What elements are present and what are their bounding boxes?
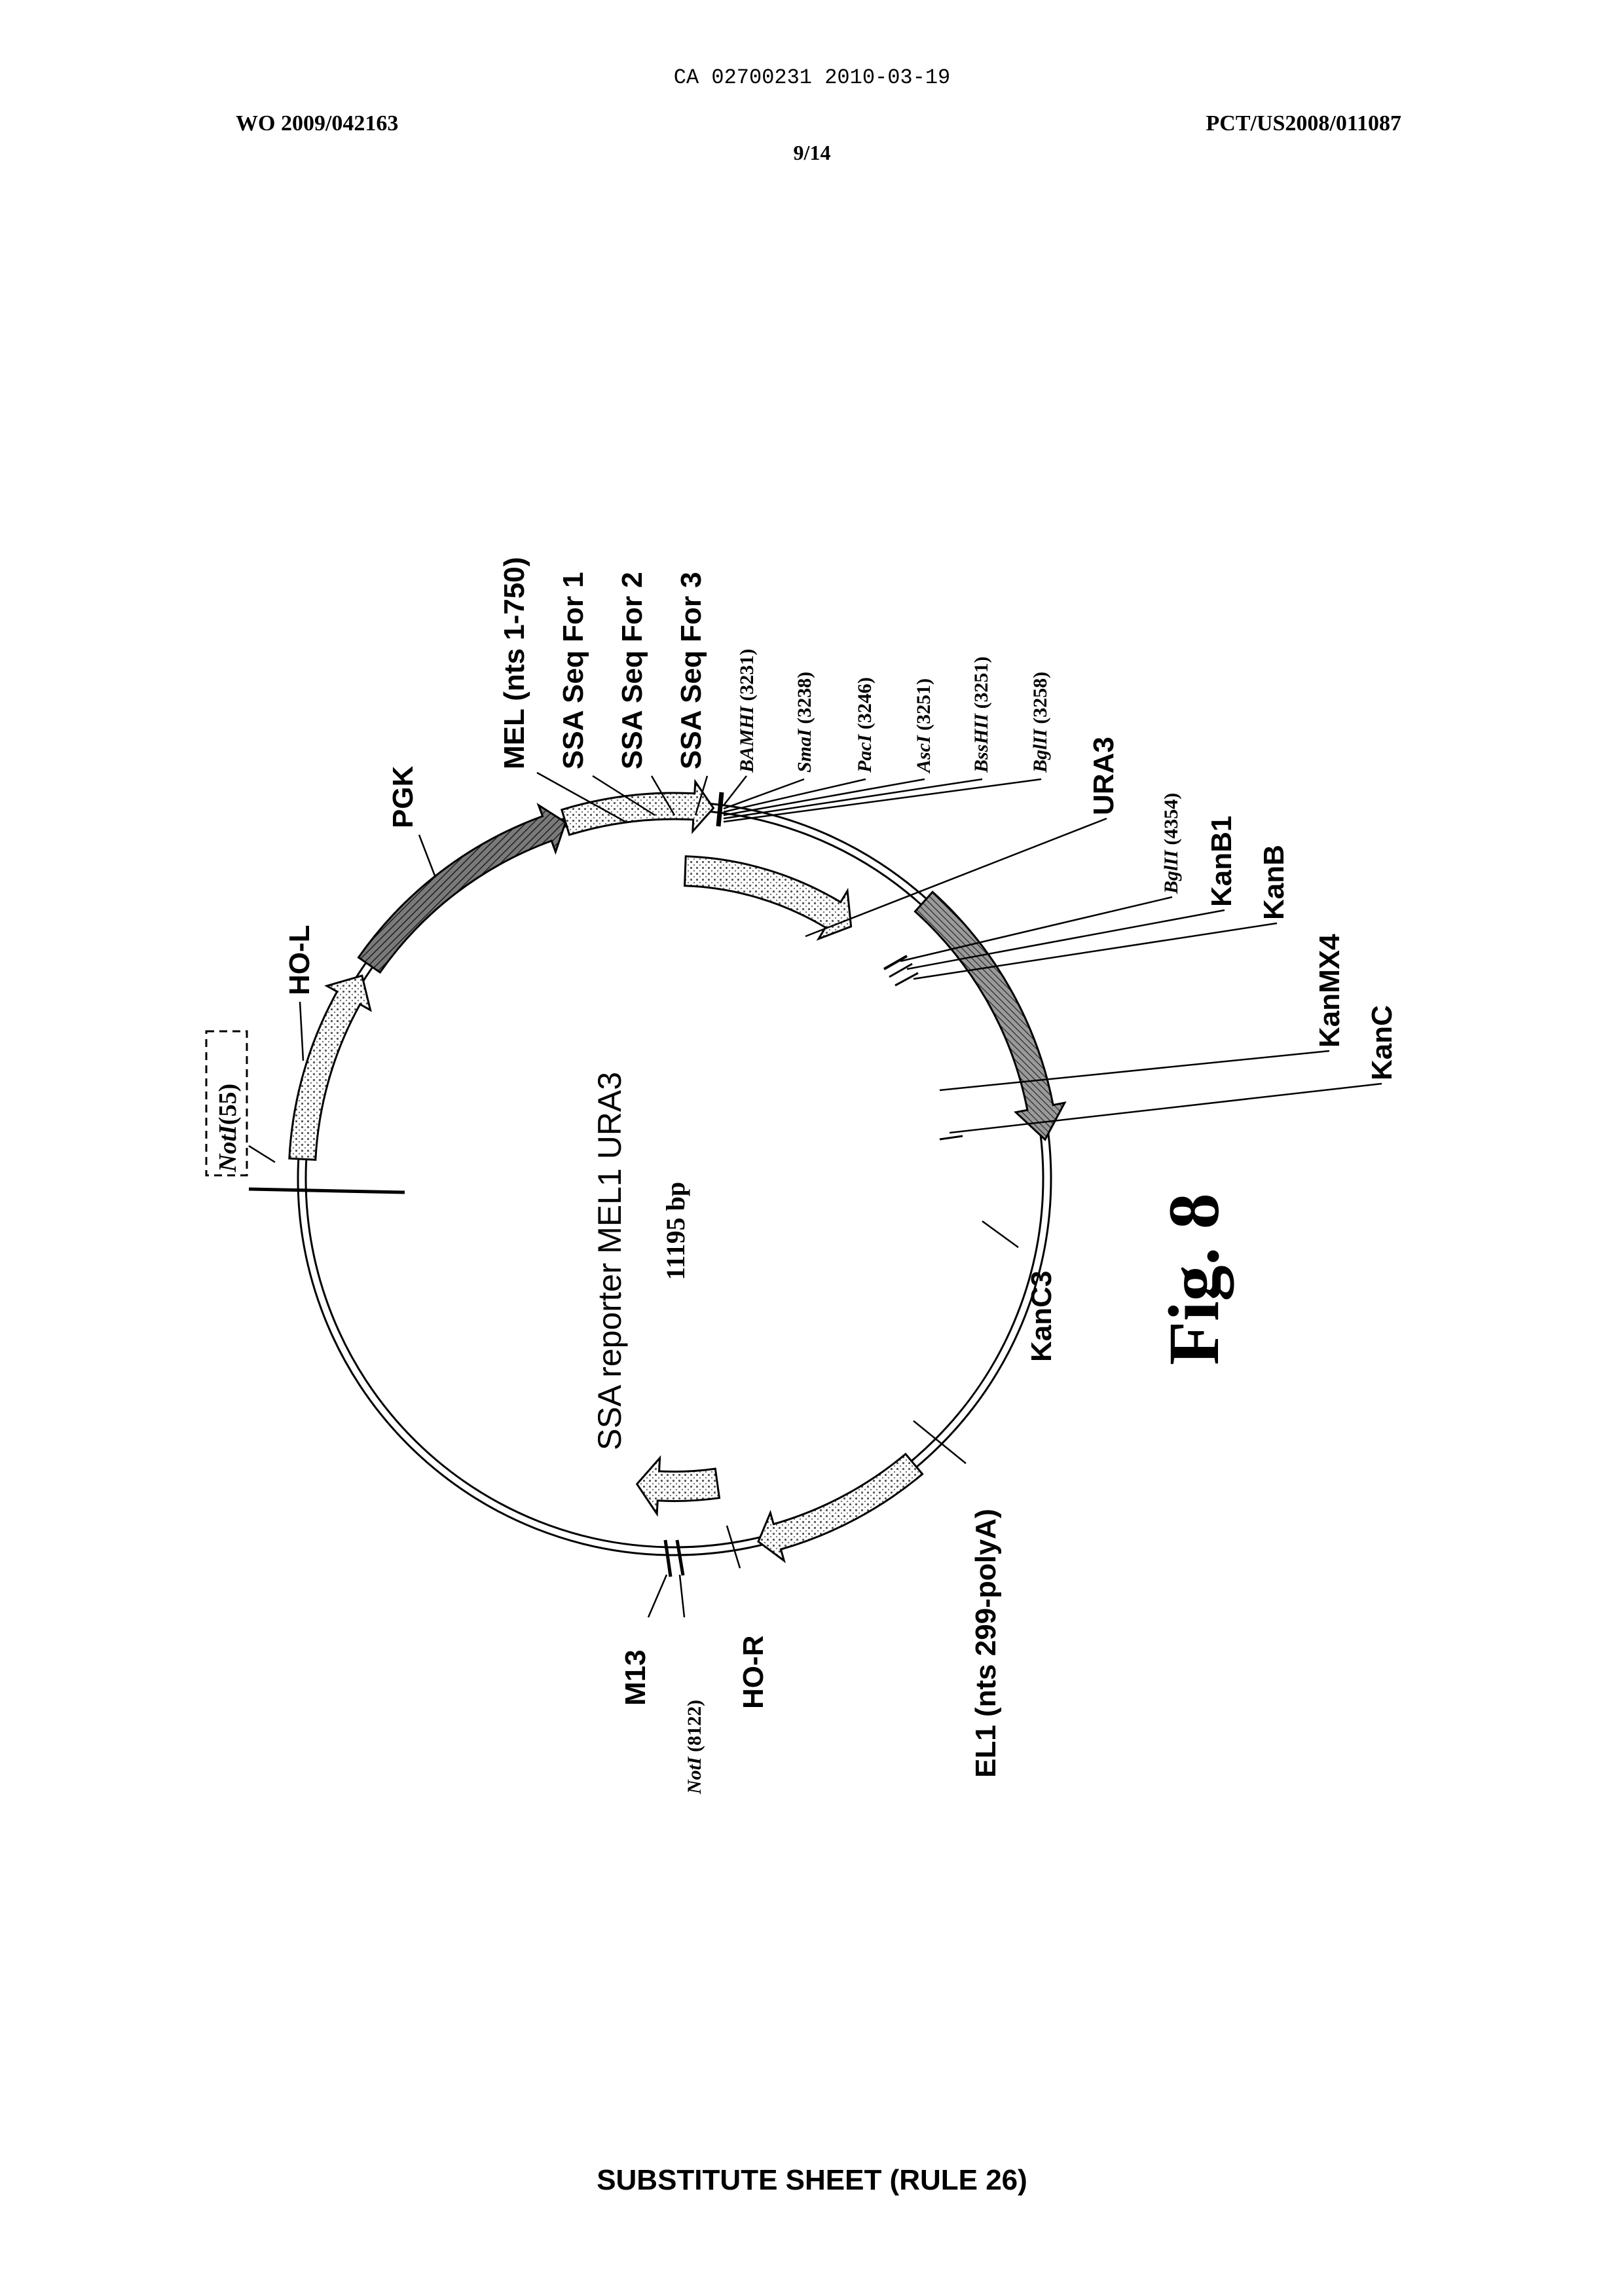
plasmid-size: 11195 bp — [661, 1182, 690, 1280]
kanb1-tick — [889, 964, 912, 977]
hor-label: HO-R — [737, 1636, 769, 1709]
noti-55-leader — [249, 1146, 275, 1162]
bamhi-3231-label: BAMHI (3231) — [736, 649, 758, 773]
figure-label: Fig. 8 — [1154, 1193, 1234, 1365]
pgk-label: PGK — [387, 765, 419, 828]
multiple-cloning-site-tick — [718, 792, 722, 826]
m13-tick — [665, 1540, 671, 1577]
kanc-leader — [950, 1084, 1382, 1133]
el1-feature-arrow — [758, 1454, 923, 1561]
bsshii-3251-label: BssHII (3251) — [970, 656, 992, 773]
kanc-tick — [940, 1136, 963, 1139]
noti-8122-label: NotI (8122) — [684, 1700, 705, 1795]
kanb-label: KanB — [1258, 845, 1290, 920]
plasmid-name: SSA reporter MEL1 URA3 — [591, 1072, 628, 1450]
noti-8122-leader — [680, 1575, 684, 1617]
pgk-leader — [419, 835, 435, 877]
noti-55-label: NotI(55) — [214, 1084, 242, 1173]
ura3-feature-arrow — [685, 856, 851, 939]
bglii-4354-tick — [884, 956, 907, 969]
smai-3238-label: SmaI (3238) — [794, 672, 815, 773]
hol-feature-arrow — [289, 976, 371, 1160]
mel-feature-arrow — [562, 782, 714, 835]
mel-label: MEL (nts 1-750) — [498, 557, 530, 769]
el1-label: EL1 (nts 299-polyA) — [970, 1509, 1002, 1778]
kanb1-label: KanB1 — [1206, 816, 1238, 907]
kanmx4-label: KanMX4 — [1314, 934, 1346, 1048]
noti-55-tick — [249, 1189, 405, 1192]
hol-label: HO-L — [284, 925, 316, 995]
footer-substitute-sheet: SUBSTITUTE SHEET (RULE 26) — [0, 2164, 1624, 2197]
ssa-seq-for-3-label: SSA Seq For 3 — [675, 572, 707, 769]
m13-label: M13 — [619, 1649, 652, 1706]
ura3-label: URA3 — [1088, 737, 1120, 815]
asci-3251-label: AscI (3251) — [913, 678, 934, 774]
hor-leader — [727, 1526, 740, 1568]
kanc3-label: KanC3 — [1025, 1271, 1058, 1362]
paci-3246-label: PacI (3246) — [854, 677, 876, 773]
smai-leader — [724, 779, 804, 809]
kanmx4-feature-arrow — [915, 892, 1064, 1139]
bglii-3258-label: BglII (3258) — [1029, 672, 1051, 773]
hol-leader — [300, 1002, 303, 1061]
pgk-feature-arrow — [359, 805, 566, 973]
hor-feature-arrow — [637, 1458, 720, 1514]
bglii-4354-label: BglII (4354) — [1160, 793, 1182, 894]
kanmx4-leader — [940, 1051, 1329, 1090]
ssa-seq-for-2-label: SSA Seq For 2 — [616, 572, 648, 769]
m13-leader — [648, 1575, 667, 1617]
kanc-label: KanC — [1366, 1005, 1398, 1080]
bsshii-leader — [724, 779, 982, 818]
ssa-seq-for-1-label: SSA Seq For 1 — [557, 572, 589, 769]
noti-8122-tick — [677, 1540, 683, 1575]
kanc3-leader — [982, 1221, 1018, 1247]
